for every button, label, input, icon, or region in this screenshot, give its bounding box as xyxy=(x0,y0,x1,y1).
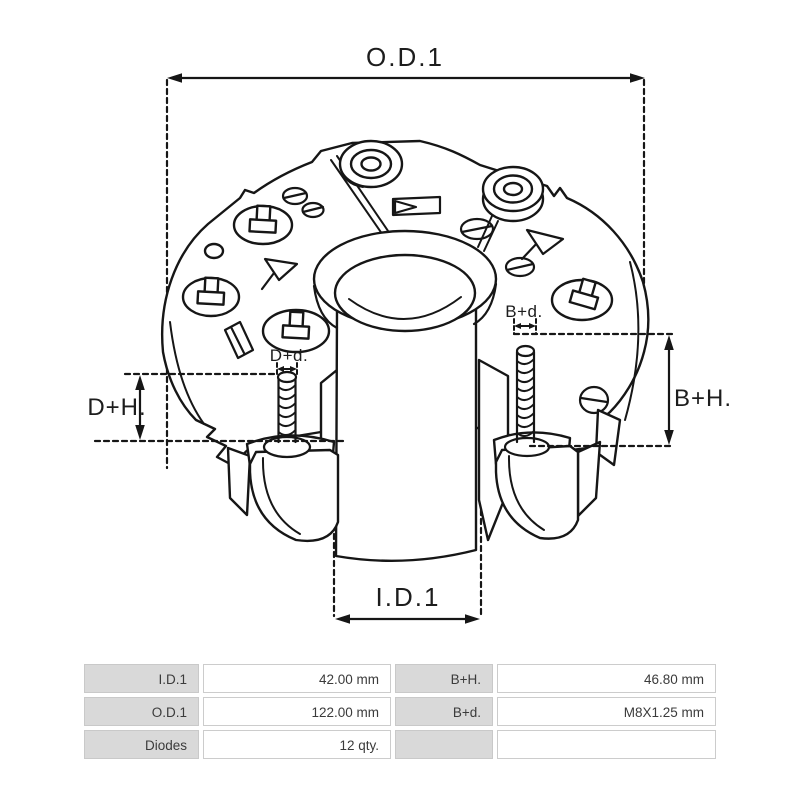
svg-text:B+d.: B+d. xyxy=(505,302,542,321)
spec-label xyxy=(395,730,493,759)
svg-text:I.D.1: I.D.1 xyxy=(376,582,441,612)
svg-text:O.D.1: O.D.1 xyxy=(366,42,444,72)
center-hub xyxy=(312,229,498,562)
spec-label: B+H. xyxy=(395,664,493,693)
spec-value: 42.00 mm xyxy=(203,664,391,693)
rectifier-dimension-diagram: O.D.1 I.D.1 D+H. B+H. xyxy=(87,42,732,624)
tilted-bar xyxy=(223,320,255,360)
spec-value: 12 qty. xyxy=(203,730,391,759)
terminal-bushings xyxy=(338,139,545,223)
small-hole xyxy=(203,242,225,260)
spec-table: I.D.1 42.00 mm B+H. 46.80 mm O.D.1 122.0… xyxy=(84,664,716,759)
spec-label: I.D.1 xyxy=(84,664,199,693)
spec-label: B+d. xyxy=(395,697,493,726)
id1-dimension: I.D.1 xyxy=(335,582,480,624)
svg-text:B+H.: B+H. xyxy=(674,385,732,412)
spec-value: 122.00 mm xyxy=(203,697,391,726)
b-plus-h-dimension: B+H. xyxy=(512,332,732,448)
d-plus-h-dimension: D+H. xyxy=(87,372,347,443)
spec-value xyxy=(497,730,716,759)
spec-value: M8X1.25 mm xyxy=(497,697,716,726)
spec-label: O.D.1 xyxy=(84,697,199,726)
svg-text:D+d.: D+d. xyxy=(270,346,308,365)
d-plus-d-dimension: D+d. xyxy=(270,346,308,377)
slot-holes xyxy=(281,186,610,415)
flag-slot-symbol xyxy=(391,195,442,217)
stamped-arrow-marks xyxy=(260,228,565,291)
spec-value: 46.80 mm xyxy=(497,664,716,693)
od1-dimension: O.D.1 xyxy=(167,42,645,83)
b-plus-d-dimension: B+d. xyxy=(505,302,542,335)
svg-text:D+H.: D+H. xyxy=(87,394,146,421)
diode-pads xyxy=(181,204,614,354)
b-plus-stud xyxy=(503,344,551,458)
spec-label: Diodes xyxy=(84,730,199,759)
